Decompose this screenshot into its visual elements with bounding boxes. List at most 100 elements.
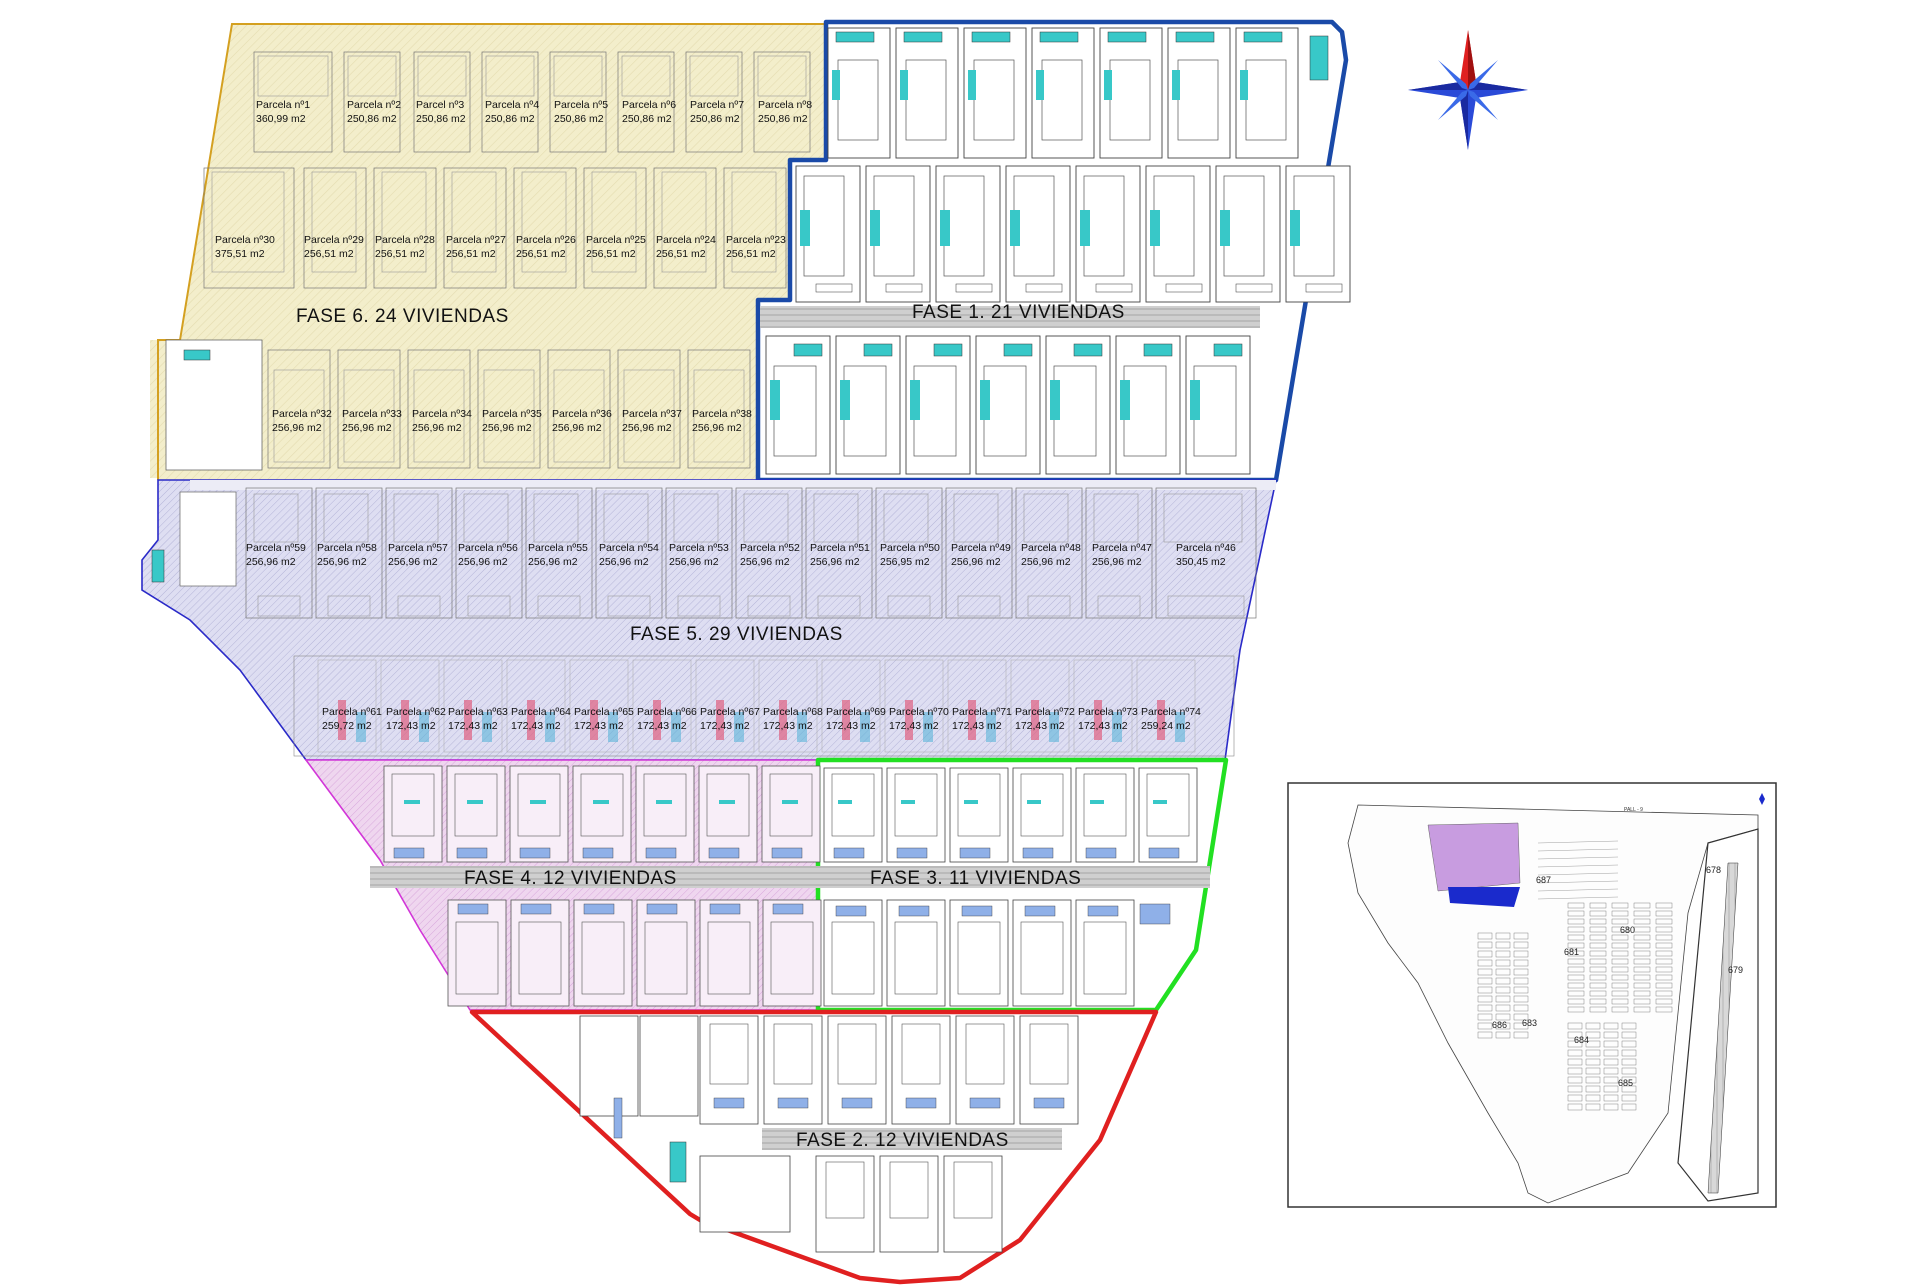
parcel-label: 250,86 m2 [416,113,466,125]
inset-road-label: PALL - 9 [1624,807,1643,813]
fase6-label: FASE 6. 24 VIVIENDAS [296,306,509,327]
parcel-label: 256,51 m2 [446,248,496,260]
parcel-label: Parcela nº29 [304,234,364,246]
inset-zone-label: 680 [1620,925,1635,935]
plot-outline [407,349,471,469]
compass-rose-icon [1408,30,1528,150]
parcel-label: Parcela nº25 [586,234,646,246]
parcel-label: Parcela nº69 [826,706,886,718]
parcel-label: 256,96 m2 [482,422,532,434]
parcel-label: 172,43 m2 [511,720,561,732]
parcel-label: Parcela nº27 [446,234,506,246]
road-fase1 [760,306,1260,328]
inset-zone-label: 683 [1522,1018,1537,1028]
parcel-label: Parcela nº58 [317,542,377,554]
plot-outline [343,51,401,153]
plot-outline [443,167,507,289]
parcel-label: Parcela nº63 [448,706,508,718]
parcel-label: 256,96 m2 [599,556,649,568]
parcel-label: 259,24 m2 [1141,720,1191,732]
inset-zone-label: 685 [1618,1078,1633,1088]
parcel-label: 172,43 m2 [1078,720,1128,732]
plot-outline [303,167,367,289]
parcel-label: 256,51 m2 [586,248,636,260]
parcel-label: Parcela nº65 [574,706,634,718]
inset-zone-label: 684 [1574,1035,1589,1045]
plot-outline [413,51,471,153]
parcel-label: Parcela nº23 [726,234,786,246]
parcel-label: 256,96 m2 [740,556,790,568]
parcel-label: Parcela nº73 [1078,706,1138,718]
parcel-label: Parcela nº71 [952,706,1012,718]
parcel-label: Parcela nº67 [700,706,760,718]
parcel-label: Parcela nº38 [692,408,752,420]
parcel-label: Parcela nº28 [375,234,435,246]
parcel-label: 250,86 m2 [554,113,604,125]
parcel-label: 256,95 m2 [880,556,930,568]
parcel-label: Parcel nº3 [416,99,464,111]
parcel-label: 256,96 m2 [951,556,1001,568]
parcel-label: 172,43 m2 [763,720,813,732]
parcel-label: 172,43 m2 [1015,720,1065,732]
parcel-label: Parcela nº35 [482,408,542,420]
parcel-label: Parcela nº68 [763,706,823,718]
plot-outline [617,51,675,153]
parcel-label: Parcela nº51 [810,542,870,554]
parcel-label: Parcela nº48 [1021,542,1081,554]
plot-outline [549,51,607,153]
parcel-label: Parcela nº34 [412,408,472,420]
inset-zone-label: 687 [1536,875,1551,885]
plot-outline [267,349,331,469]
parcel-label: Parcela nº36 [552,408,612,420]
parcel-label: Parcela nº70 [889,706,949,718]
parcel-label: Parcela nº26 [516,234,576,246]
parcel-label: 256,96 m2 [246,556,296,568]
plot-outline [337,349,401,469]
parcel-label: 250,86 m2 [758,113,808,125]
parcel-label: 256,51 m2 [656,248,706,260]
fase2-label: FASE 2. 12 VIVIENDAS [796,1130,1009,1151]
parcel-label: Parcela nº57 [388,542,448,554]
parcel-label: 172,43 m2 [826,720,876,732]
plot-outline [547,349,611,469]
parcel-label: Parcela nº8 [758,99,812,111]
parcel-label: 256,96 m2 [552,422,602,434]
parcel-label: 250,86 m2 [485,113,535,125]
parcel-label: Parcela nº24 [656,234,716,246]
parcel-label: Parcela nº1 [256,99,310,111]
parcel-label: Parcela nº54 [599,542,659,554]
parcel-label: 172,43 m2 [574,720,624,732]
parcel-label: Parcela nº37 [622,408,682,420]
plot-outline [253,51,333,153]
plot-outline [723,167,787,289]
plot-outline [687,349,751,469]
parcel-label: Parcela nº64 [511,706,571,718]
parcel-label: 256,96 m2 [669,556,719,568]
parcel-label: 172,43 m2 [889,720,939,732]
parcel-label: 256,96 m2 [622,422,672,434]
parcel-label: 256,96 m2 [810,556,860,568]
fase1-label: FASE 1. 21 VIVIENDAS [912,302,1125,323]
parcel-label: 256,51 m2 [375,248,425,260]
parcel-label: 256,51 m2 [304,248,354,260]
parcel-label: 256,96 m2 [1021,556,1071,568]
plot-outline [477,349,541,469]
plot-outline [653,167,717,289]
plot-outline [203,167,295,289]
parcel-label: Parcela nº53 [669,542,729,554]
parcel-label: Parcela nº46 [1176,542,1236,554]
road-fase2 [762,1128,1062,1150]
parcel-label: 256,96 m2 [458,556,508,568]
parcel-label: Parcela nº56 [458,542,518,554]
parcel-label: 256,96 m2 [388,556,438,568]
plot-outline [513,167,577,289]
parcel-label: Parcela nº74 [1141,706,1201,718]
parcel-label: Parcela nº55 [528,542,588,554]
parcel-label: Parcela nº52 [740,542,800,554]
inset-zone-label: 686 [1492,1020,1507,1030]
road-fase4 [370,866,818,888]
parcel-label: Parcela nº59 [246,542,306,554]
parcel-label: 256,51 m2 [726,248,776,260]
